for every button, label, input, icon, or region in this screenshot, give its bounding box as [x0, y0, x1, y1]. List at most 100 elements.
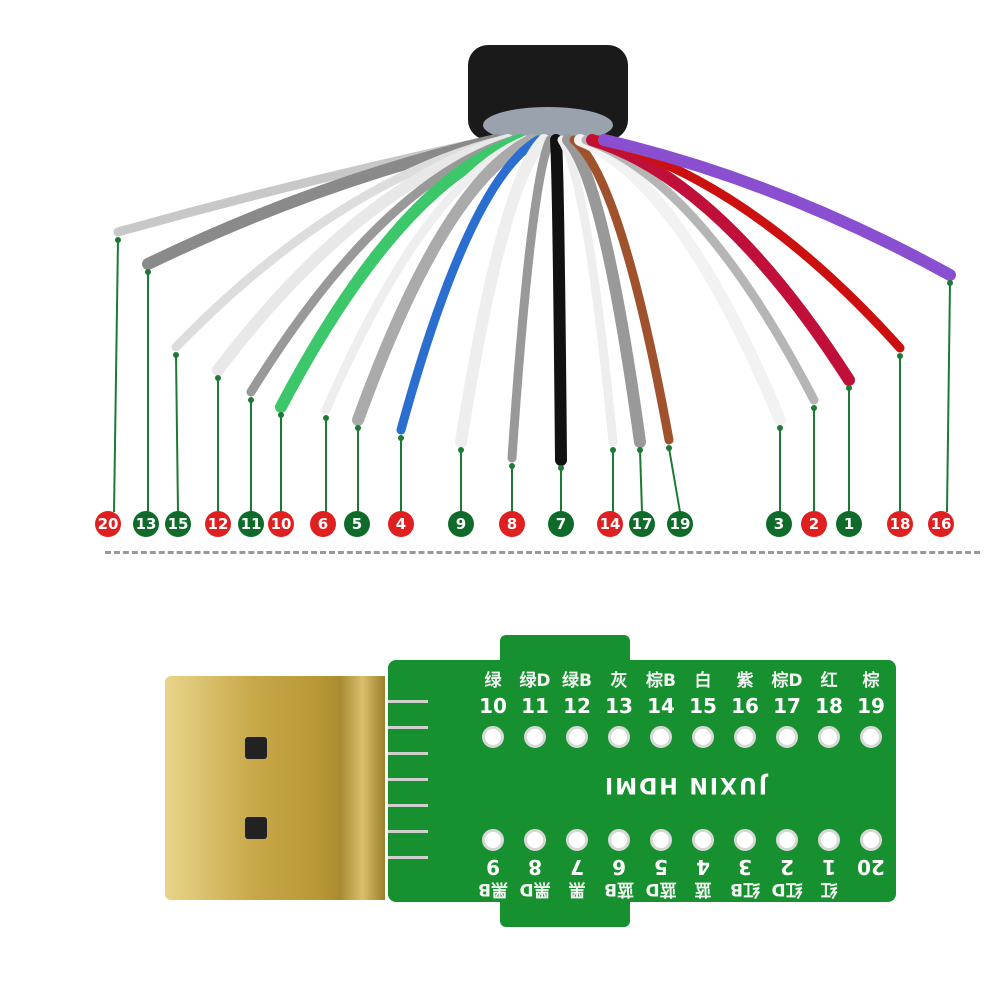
pin-badge-13: 13	[133, 511, 159, 537]
wire-1	[586, 134, 855, 386]
pin-number: 10	[479, 694, 507, 718]
pin-number: 14	[647, 694, 675, 718]
pin-color-label: 红D	[771, 879, 803, 899]
solder-pad	[776, 726, 798, 748]
leader-dot	[115, 237, 121, 243]
pin-color-label: 黑D	[519, 879, 551, 899]
pin-color-label: 棕B	[646, 671, 676, 691]
pin-number: 1	[822, 855, 836, 879]
solder-pad	[524, 829, 546, 851]
pin-badge-16: 16	[928, 511, 954, 537]
pin-badge-19: 19	[667, 511, 693, 537]
pin-number: 6	[612, 855, 626, 879]
pin-number: 8	[528, 855, 542, 879]
pin-badge-12: 12	[205, 511, 231, 537]
leader-line	[668, 447, 681, 513]
solder-pad	[650, 829, 672, 851]
leader-dot	[398, 435, 404, 441]
pin-color-label: 绿D	[519, 671, 551, 691]
pin-number: 16	[731, 694, 759, 718]
solder-pad	[818, 829, 840, 851]
leader-dot	[458, 447, 464, 453]
solder-pad	[776, 829, 798, 851]
pin-color-label: 蓝	[694, 879, 712, 899]
leader-dot	[811, 405, 817, 411]
hdmi-plug-collar	[340, 676, 385, 900]
pin-badge-14: 14	[597, 511, 623, 537]
solder-pad	[482, 726, 504, 748]
pin-number: 4	[696, 855, 710, 879]
pcb-trace	[388, 856, 428, 859]
pin-color-label: 绿	[484, 671, 502, 691]
leader-dot	[145, 269, 151, 275]
wire-10	[275, 134, 526, 413]
pin-badge-4: 4	[388, 511, 414, 537]
pin-number: 19	[857, 694, 885, 718]
solder-pad	[860, 829, 882, 851]
pin-number: 18	[815, 694, 843, 718]
pin-color-label: 紫	[736, 671, 754, 691]
solder-pad	[692, 726, 714, 748]
leader-dot	[637, 447, 643, 453]
solder-pad	[650, 726, 672, 748]
section-divider	[105, 551, 980, 554]
pin-number: 3	[738, 855, 752, 879]
wire-14	[557, 135, 618, 447]
pin-badge-10: 10	[268, 511, 294, 537]
leader-dot	[215, 375, 221, 381]
solder-pad	[608, 829, 630, 851]
wire-8	[507, 135, 555, 463]
solder-pad	[734, 726, 756, 748]
wire-5	[352, 134, 538, 426]
pcb-brand-text: JUXIN HDMI	[602, 772, 768, 797]
solder-pad	[482, 829, 504, 851]
pin-number: 11	[521, 694, 549, 718]
leader-line	[946, 282, 951, 513]
pcb-trace	[388, 778, 428, 781]
pcb-board	[388, 660, 896, 902]
pin-number: 15	[689, 694, 717, 718]
leader-dot	[173, 352, 179, 358]
pin-color-label: 蓝D	[645, 879, 677, 899]
pin-badge-5: 5	[344, 511, 370, 537]
pcb-trace	[388, 700, 428, 703]
pin-badge-18: 18	[887, 511, 913, 537]
pin-number: 20	[857, 855, 885, 879]
pcb-trace	[388, 804, 428, 807]
pin-color-label: 红B	[730, 879, 760, 899]
plug-latch-hole	[245, 817, 267, 839]
solder-pad	[566, 829, 588, 851]
pcb-trace	[388, 752, 428, 755]
leader-dot	[278, 412, 284, 418]
pin-number: 5	[654, 855, 668, 879]
pin-badge-9: 9	[448, 511, 474, 537]
cable-wires-illustration	[113, 45, 956, 513]
leader-dot	[355, 425, 361, 431]
pin-color-label: 棕	[862, 671, 880, 691]
pin-number: 17	[773, 694, 801, 718]
solder-pad	[860, 726, 882, 748]
leader-dot	[558, 465, 564, 471]
pin-badge-6: 6	[310, 511, 336, 537]
wire-7	[550, 134, 567, 466]
wire-4	[396, 135, 543, 435]
pin-color-label: 黑B	[478, 879, 508, 899]
wire-12	[212, 134, 514, 376]
leader-dot	[846, 385, 852, 391]
wire-19	[569, 135, 674, 445]
pin-badge-8: 8	[499, 511, 525, 537]
leader-dot	[777, 425, 783, 431]
pin-color-label: 绿B	[562, 671, 592, 691]
pin-color-label: 白	[694, 671, 712, 691]
pin-color-label: 蓝B	[604, 879, 634, 899]
pin-number: 9	[486, 855, 500, 879]
pin-badge-20: 20	[95, 511, 121, 537]
solder-pad	[692, 829, 714, 851]
leader-dot	[509, 463, 515, 469]
solder-pad	[608, 726, 630, 748]
wire-17	[562, 134, 646, 448]
plug-latch-hole	[245, 737, 267, 759]
leader-dot	[897, 353, 903, 359]
leader-line	[113, 239, 119, 513]
pin-number: 13	[605, 694, 633, 718]
